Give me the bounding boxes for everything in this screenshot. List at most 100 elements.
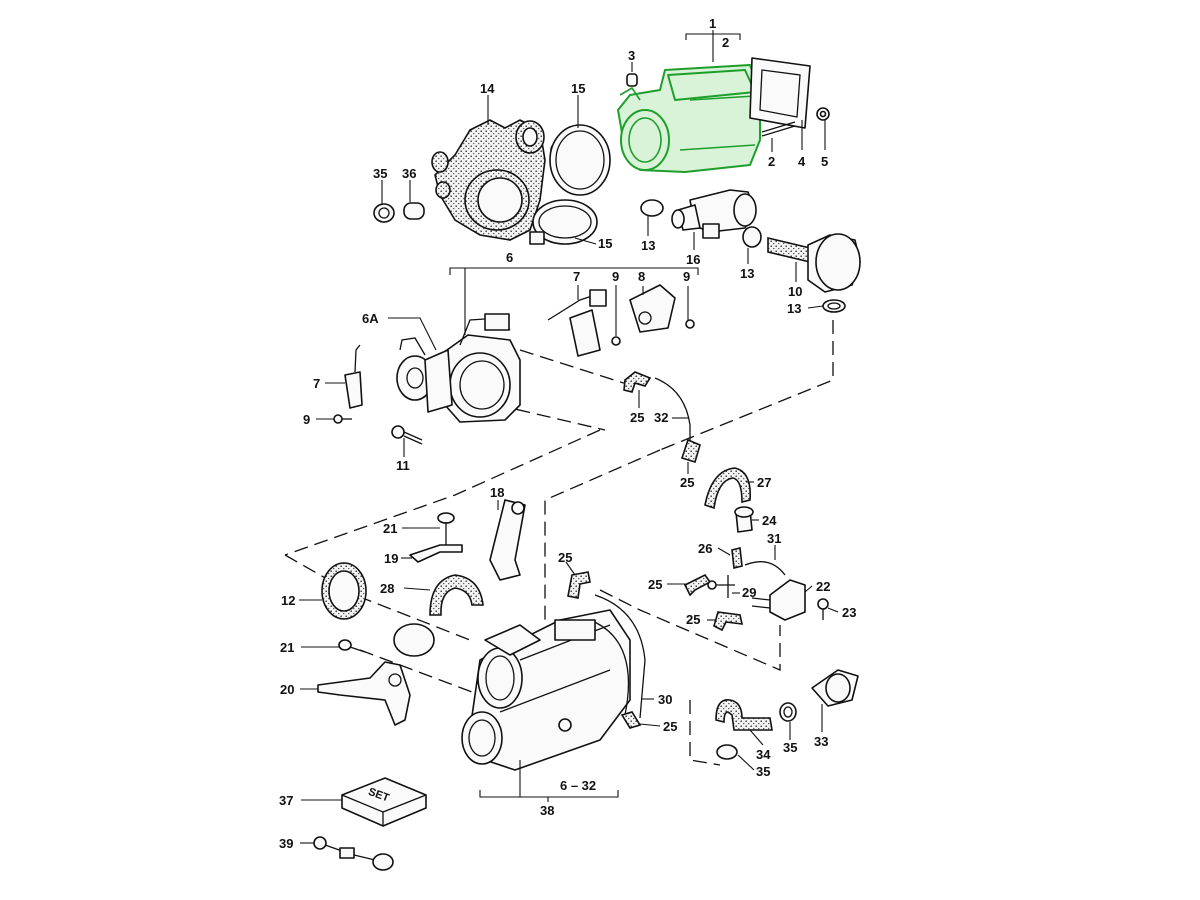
label-4: 4 — [798, 154, 806, 169]
bracket-19[interactable] — [409, 544, 463, 563]
hose-25-b[interactable] — [680, 438, 701, 464]
air-filter-10[interactable] — [807, 233, 861, 293]
label-25b: 25 — [680, 475, 694, 490]
label-22: 22 — [816, 579, 830, 594]
label-37: 37 — [279, 793, 293, 808]
label-14: 14 — [480, 81, 495, 96]
seal-ring-12[interactable] — [321, 562, 367, 620]
label-32: 32 — [654, 410, 668, 425]
manifold-38[interactable] — [461, 609, 631, 771]
nut-part[interactable] — [816, 107, 830, 121]
t-piece-29[interactable] — [707, 575, 735, 598]
label-25d: 25 — [648, 577, 662, 592]
linkage-rod-39[interactable] — [313, 836, 394, 871]
clamp-13-b[interactable] — [742, 226, 762, 248]
label-36: 36 — [402, 166, 416, 181]
gasket-plate[interactable] — [749, 57, 811, 129]
bolt-part[interactable] — [761, 121, 796, 137]
clamp-13-c[interactable] — [822, 299, 846, 313]
label-5: 5 — [821, 154, 828, 169]
bracket-18[interactable] — [489, 499, 526, 581]
seal-kit-37[interactable]: SET — [341, 777, 427, 827]
label-15b: 15 — [598, 236, 612, 251]
label-13c: 13 — [787, 301, 801, 316]
air-duct-14[interactable] — [431, 119, 562, 241]
plug-36[interactable] — [403, 202, 425, 220]
label-9b: 9 — [683, 269, 690, 284]
throttle-linkage-6A[interactable] — [396, 337, 453, 413]
label-25a: 25 — [630, 410, 644, 425]
label-33: 33 — [814, 734, 828, 749]
label-21b: 21 — [280, 640, 294, 655]
label-26: 26 — [698, 541, 712, 556]
label-10: 10 — [788, 284, 802, 299]
hose-25-c[interactable] — [567, 571, 591, 599]
pressure-regulator-33[interactable] — [811, 669, 859, 707]
bracket-20[interactable] — [317, 623, 435, 726]
label-25f: 25 — [663, 719, 677, 734]
label-1: 1 — [709, 16, 716, 31]
label-35: 35 — [373, 166, 387, 181]
bracket-7-left[interactable] — [344, 344, 363, 409]
check-valve-24[interactable] — [734, 506, 754, 533]
label-6-32: 6 – 32 — [560, 778, 596, 793]
clamp-13-a[interactable] — [640, 199, 664, 217]
label-15: 15 — [571, 81, 585, 96]
label-29: 29 — [742, 585, 756, 600]
label-6: 6 — [506, 250, 513, 265]
label-27: 27 — [757, 475, 771, 490]
label-7b: 7 — [313, 376, 320, 391]
bolt-21-upper[interactable] — [437, 512, 455, 545]
hose-25-f[interactable] — [713, 611, 744, 632]
label-34: 34 — [756, 747, 771, 762]
label-20: 20 — [280, 682, 294, 697]
label-39: 39 — [279, 836, 293, 851]
label-23: 23 — [842, 605, 856, 620]
leader-lines — [299, 30, 839, 844]
hose-32[interactable] — [654, 377, 691, 445]
solenoid-valve-22[interactable] — [751, 579, 806, 621]
screw-9-a[interactable] — [611, 336, 621, 346]
label-13a: 13 — [641, 238, 655, 253]
label-24: 24 — [762, 513, 777, 528]
label-30: 30 — [658, 692, 672, 707]
clamp-35-bottom[interactable] — [716, 744, 738, 760]
hose-31[interactable] — [744, 561, 786, 576]
sensor-bracket-7[interactable] — [547, 289, 607, 357]
label-31: 31 — [767, 531, 781, 546]
small-cap-part[interactable] — [626, 73, 638, 87]
hose-25-d[interactable] — [620, 711, 642, 729]
label-35b: 35 — [783, 740, 797, 755]
clamp-ring-15[interactable] — [549, 124, 611, 196]
screw-9-b[interactable] — [685, 319, 695, 329]
bolt-21-lower[interactable] — [338, 639, 366, 653]
label-2: 2 — [722, 35, 729, 50]
hose-26[interactable] — [731, 547, 743, 569]
label-7: 7 — [573, 269, 580, 284]
label-28: 28 — [380, 581, 394, 596]
air-flow-meter[interactable] — [617, 64, 761, 173]
label-12: 12 — [281, 593, 295, 608]
screw-23[interactable] — [817, 598, 829, 620]
screw-9-left[interactable] — [333, 414, 352, 424]
label-38: 38 — [540, 803, 554, 818]
hose-10[interactable] — [767, 236, 811, 264]
throttle-switch-8[interactable] — [629, 284, 676, 333]
label-18: 18 — [490, 485, 504, 500]
label-6A: 6A — [362, 311, 379, 326]
hose-27[interactable] — [704, 467, 752, 510]
clamp-35-right[interactable] — [779, 702, 797, 722]
idle-valve-16[interactable] — [671, 189, 757, 239]
callout-labels: 1 2 3 2 4 5 14 15 35 36 15 13 16 13 10 1… — [279, 16, 856, 851]
hose-34[interactable] — [715, 699, 773, 731]
hose-28[interactable] — [429, 574, 484, 616]
label-25e: 25 — [686, 612, 700, 627]
clamp-35[interactable] — [373, 203, 395, 223]
label-9a: 9 — [612, 269, 619, 284]
hose-25-e[interactable] — [683, 573, 712, 597]
label-11: 11 — [396, 458, 410, 473]
screw-11[interactable] — [391, 425, 423, 445]
hose-25-a[interactable] — [623, 371, 652, 393]
hose-30[interactable] — [594, 594, 646, 719]
clamp-ring-15-lower[interactable] — [529, 199, 598, 245]
